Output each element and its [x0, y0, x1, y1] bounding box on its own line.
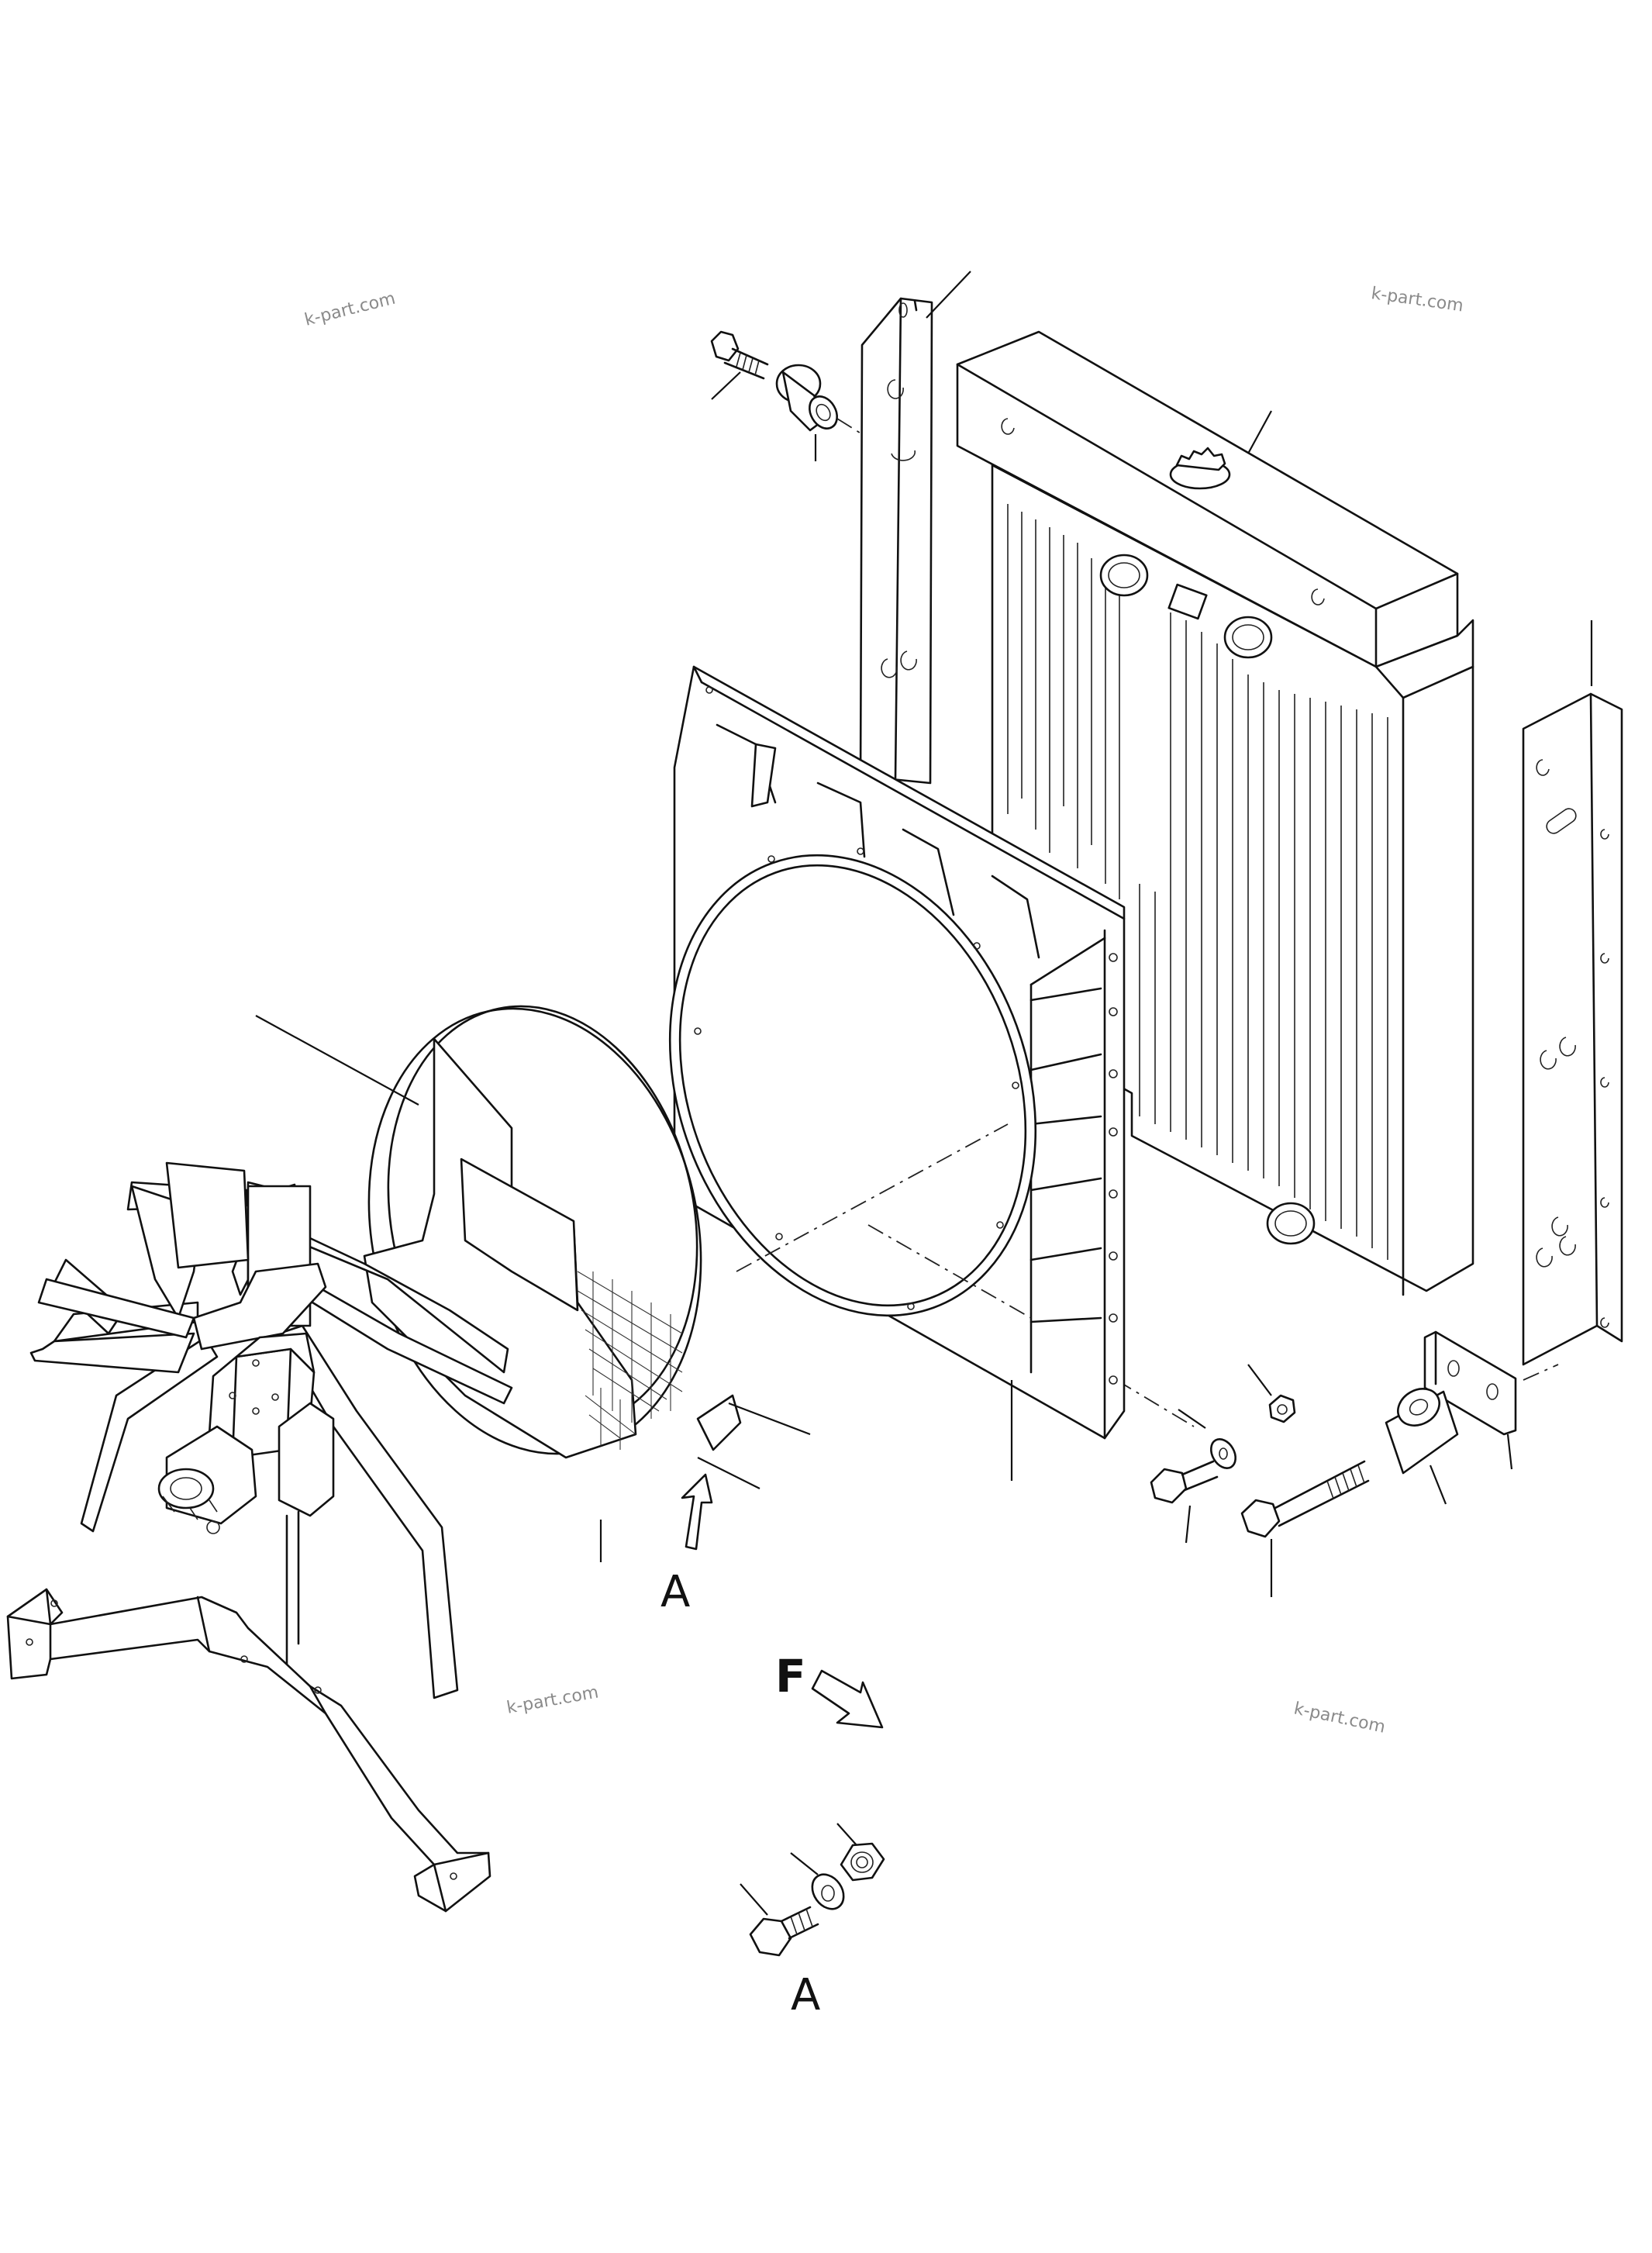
radiator-core-fins	[1007, 504, 1388, 1260]
watermark-bottom-left: k-part.com	[505, 1682, 600, 1717]
right-mounting-bracket	[1522, 620, 1623, 1366]
fan-support-bracket	[6, 1588, 491, 1913]
watermark-top-left: k-part.com	[302, 289, 397, 330]
detail-label-a-bottom: A	[791, 1970, 820, 2020]
fan-guard-mesh	[577, 1271, 683, 1450]
top-bolt-and-spacer	[710, 330, 863, 461]
left-mounting-bracket	[859, 271, 971, 785]
front-marker-label: F	[775, 1650, 806, 1703]
front-arrow-icon	[811, 1669, 884, 1729]
lower-bolt-assembly	[1116, 1330, 1559, 1597]
radiator	[956, 330, 1474, 1296]
detail-label-a-top: A	[660, 1567, 690, 1617]
watermark-top-right: k-part.com	[1370, 284, 1464, 316]
fan-shroud	[668, 665, 1126, 1481]
cooling-fan	[29, 1161, 513, 1699]
watermark-bottom-right: k-part.com	[1292, 1699, 1387, 1737]
detail-a-fasteners: A	[740, 1823, 885, 2020]
front-direction-marker: F	[775, 1650, 884, 1729]
